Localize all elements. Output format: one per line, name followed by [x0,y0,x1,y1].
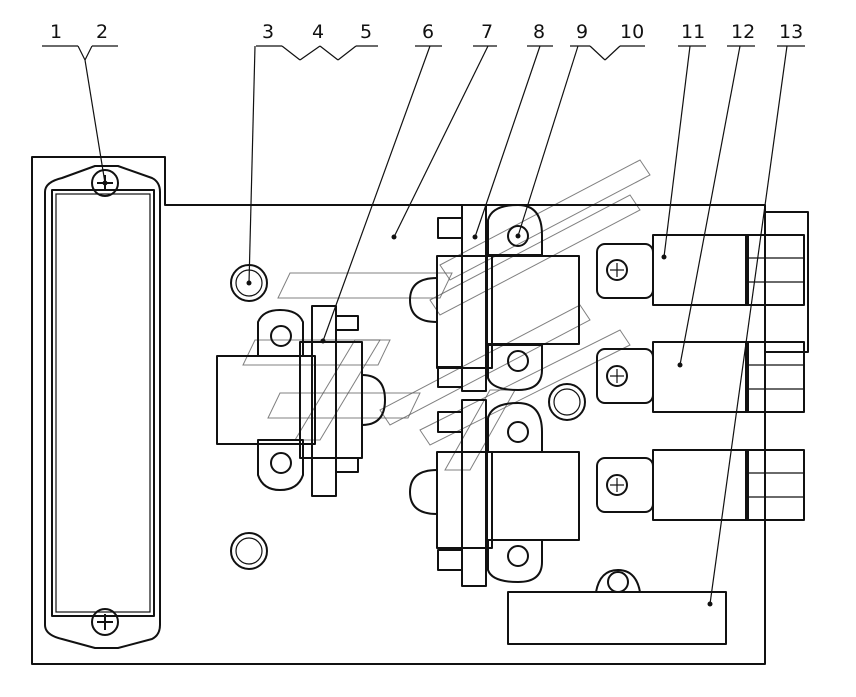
terminal-cover [44,165,161,649]
relay-2 [596,341,805,413]
relay-3 [596,449,805,521]
callout-12: 12 [731,21,755,43]
callout-13: 13 [779,21,803,43]
mounting-hole-center [548,383,586,421]
callout-3: 3 [262,21,274,43]
switch-assembly-left [216,305,386,497]
callout-7: 7 [481,21,493,43]
callout-11: 11 [681,21,705,43]
callout-1: 1 [50,21,62,43]
callout-labels: 1 2 3 4 5 6 7 8 9 10 11 12 13 [50,21,803,43]
relay-bracket [765,211,809,353]
callout-9: 9 [576,21,588,43]
callout-4: 4 [312,21,324,43]
callout-10: 10 [620,21,644,43]
callout-5: 5 [360,21,372,43]
terminal-block [507,569,727,645]
callout-2: 2 [96,21,108,43]
leader-lines [42,45,805,605]
watermark-logo [242,159,651,471]
base-plate [31,156,766,665]
relay-1 [596,234,805,306]
callout-8: 8 [533,21,545,43]
switch-assembly-lower [409,399,580,587]
cover-screw-bottom [91,608,119,636]
mounting-hole-bottom [230,532,268,570]
callout-6: 6 [422,21,434,43]
switch-assembly-upper [409,204,580,392]
